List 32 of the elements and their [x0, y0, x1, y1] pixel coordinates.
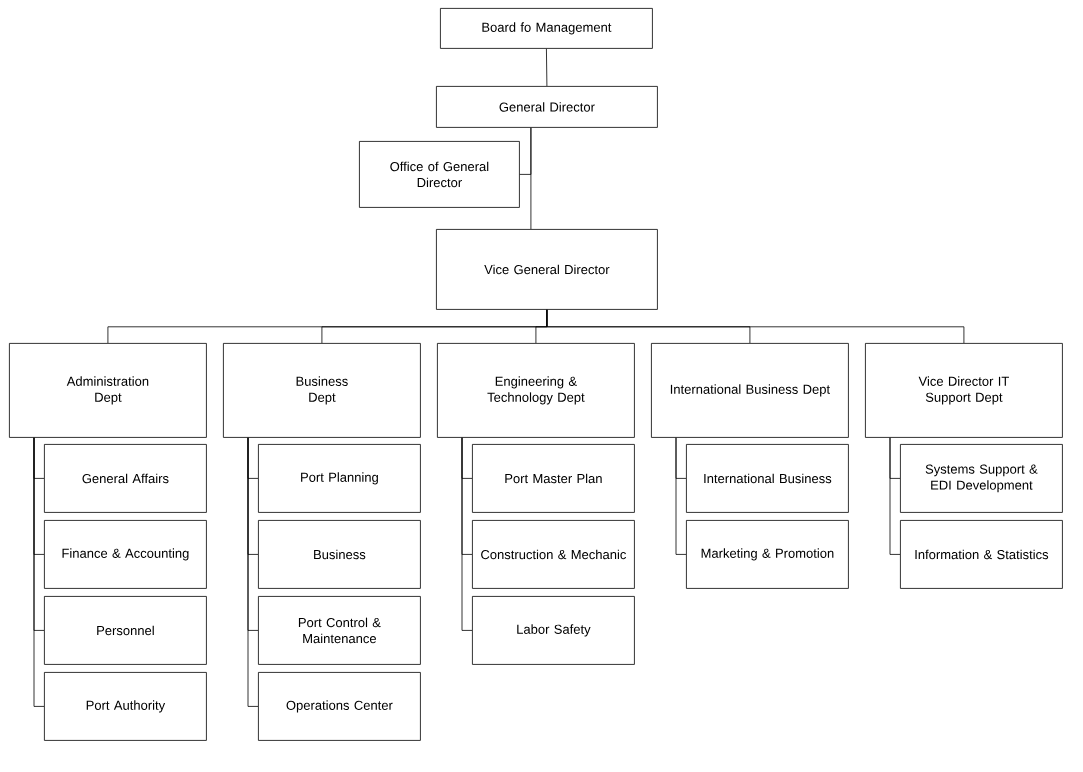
department-box: International Business Dept	[651, 343, 849, 438]
section-box: Systems Support & EDI Development	[900, 444, 1063, 513]
connector-line	[889, 437, 901, 555]
org-box: Office of General Director	[359, 141, 520, 208]
section-box: International Business	[686, 444, 849, 513]
section-box: Port Authority	[44, 672, 207, 741]
connector-line	[546, 309, 965, 344]
section-box: Port Planning	[258, 444, 421, 513]
org-box: General Director	[436, 86, 658, 128]
section-box: Business	[258, 520, 421, 589]
connector-line	[461, 437, 473, 631]
connector-line	[530, 127, 532, 230]
section-box: Finance & Accounting	[44, 520, 207, 589]
section-box: Construction & Mechanic	[472, 520, 635, 589]
connector-line	[546, 48, 548, 87]
section-box: Information & Statistics	[900, 520, 1063, 589]
connector-line	[675, 437, 687, 555]
connector-line	[247, 437, 259, 707]
department-box: Business Dept	[223, 343, 421, 438]
section-box: Port Master Plan	[472, 444, 635, 513]
section-box: Labor Safety	[472, 596, 635, 665]
org-box: Board fo Management	[440, 8, 653, 49]
org-box: Vice General Director	[436, 229, 658, 310]
section-box: General Affairs	[44, 444, 207, 513]
department-box: Engineering & Technology Dept	[437, 343, 635, 438]
section-box: Operations Center	[258, 672, 421, 741]
department-box: Vice Director IT Support Dept	[865, 343, 1063, 438]
section-box: Marketing & Promotion	[686, 520, 849, 589]
section-box: Port Control & Maintenance	[258, 596, 421, 665]
section-box: Personnel	[44, 596, 207, 665]
connector-line	[33, 437, 45, 707]
department-box: Administration Dept	[9, 343, 207, 438]
